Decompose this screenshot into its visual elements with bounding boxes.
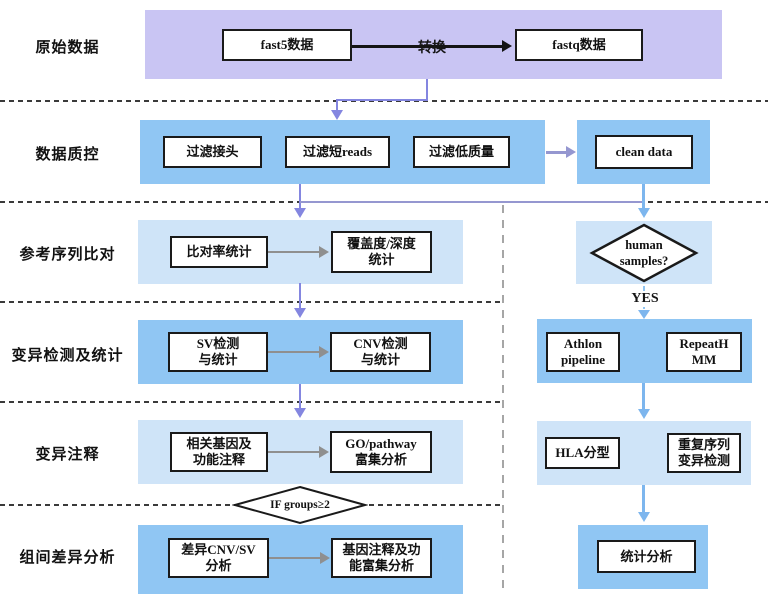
decision-if-groups-label: IF groups≥2	[270, 498, 330, 511]
arrowhead-right-icon	[319, 446, 329, 458]
arrow-sv-to-cnv	[268, 351, 319, 353]
arrow-diff-to-enrich	[269, 557, 320, 559]
diamond-shape	[589, 223, 699, 283]
arrowhead-down-icon	[638, 208, 650, 218]
node-repeathmm: RepeatH MM	[666, 332, 742, 372]
node-gene-enrich: 基因注释及功 能富集分析	[331, 538, 432, 578]
row-label-group-diff: 组间差异分析	[19, 549, 116, 566]
decision-human-samples	[589, 223, 699, 283]
arrow-fast5-to-fastq	[352, 45, 502, 48]
arrowhead-right-icon	[320, 552, 330, 564]
node-filter-low-quality: 过滤低质量	[413, 136, 510, 168]
node-filter-short-reads: 过滤短reads	[285, 136, 390, 168]
arrowhead-right-icon	[566, 146, 576, 158]
arrowhead-down-icon	[294, 308, 306, 318]
diamond-shape	[231, 485, 369, 525]
arrowhead-down-icon	[294, 208, 306, 218]
row-label-qc: 数据质控	[35, 146, 100, 163]
arrowhead-down-icon	[638, 310, 650, 319]
column-divider-line	[502, 205, 504, 595]
arrowhead-down-icon	[638, 512, 650, 522]
arrow-hla-to-stats	[642, 485, 645, 512]
decision-human-samples-label: human samples?	[619, 237, 669, 268]
arrow-raw-to-qc	[336, 101, 338, 111]
arrow-raw-to-qc	[336, 99, 428, 101]
separator-line-4	[0, 401, 503, 403]
arrowhead-down-icon	[331, 110, 343, 120]
convert-label: 转换	[418, 39, 446, 55]
arrowhead-right-icon	[319, 346, 329, 358]
arrow-alignrate-to-coverage	[268, 251, 319, 253]
arrow-raw-to-qc	[426, 79, 428, 101]
arrow-qc-to-clean	[546, 151, 566, 154]
node-repeat-variant: 重复序列 变异检测	[667, 433, 741, 473]
node-stats-analysis: 统计分析	[597, 540, 696, 573]
arrow-variant-to-annot	[299, 384, 301, 408]
arrowhead-down-icon	[638, 409, 650, 419]
node-athlon-pipeline: Athlon pipeline	[546, 332, 620, 372]
node-cnv-detect: CNV检测 与统计	[330, 332, 431, 372]
arrow-clean-to-human	[642, 184, 645, 208]
node-sv-detect: SV检测 与统计	[168, 332, 268, 372]
node-coverage-depth: 覆盖度/深度 统计	[331, 231, 432, 273]
arrowhead-right-icon	[319, 246, 329, 258]
decision-if-groups	[231, 485, 369, 525]
node-fast5: fast5数据	[222, 29, 352, 61]
connector-split-right	[300, 201, 645, 203]
node-hla-typing: HLA分型	[545, 437, 620, 469]
separator-line-3	[0, 301, 503, 303]
node-clean-data: clean data	[595, 135, 693, 169]
node-fastq: fastq数据	[515, 29, 643, 61]
node-gene-annotation: 相关基因及 功能注释	[170, 432, 268, 472]
yes-label: YES	[624, 291, 666, 307]
arrow-gene-to-go	[268, 451, 319, 453]
row-label-annotation: 变异注释	[35, 446, 100, 463]
arrow-athlon-to-hla	[642, 383, 645, 409]
node-filter-adapter: 过滤接头	[163, 136, 262, 168]
arrowhead-right-icon	[502, 40, 512, 52]
node-diff-cnv-sv: 差异CNV/SV 分析	[168, 538, 269, 578]
row-label-alignment: 参考序列比对	[19, 246, 116, 263]
node-align-rate: 比对率统计	[170, 236, 268, 268]
arrow-qc-to-align	[299, 184, 301, 208]
row-label-variant: 变异检测及统计	[11, 347, 124, 364]
arrowhead-down-icon	[294, 408, 306, 418]
arrow-align-to-variant	[299, 283, 301, 308]
row-label-raw-data: 原始数据	[35, 39, 100, 56]
separator-line-1	[0, 100, 768, 102]
node-go-pathway: GO/pathway 富集分析	[330, 431, 432, 473]
